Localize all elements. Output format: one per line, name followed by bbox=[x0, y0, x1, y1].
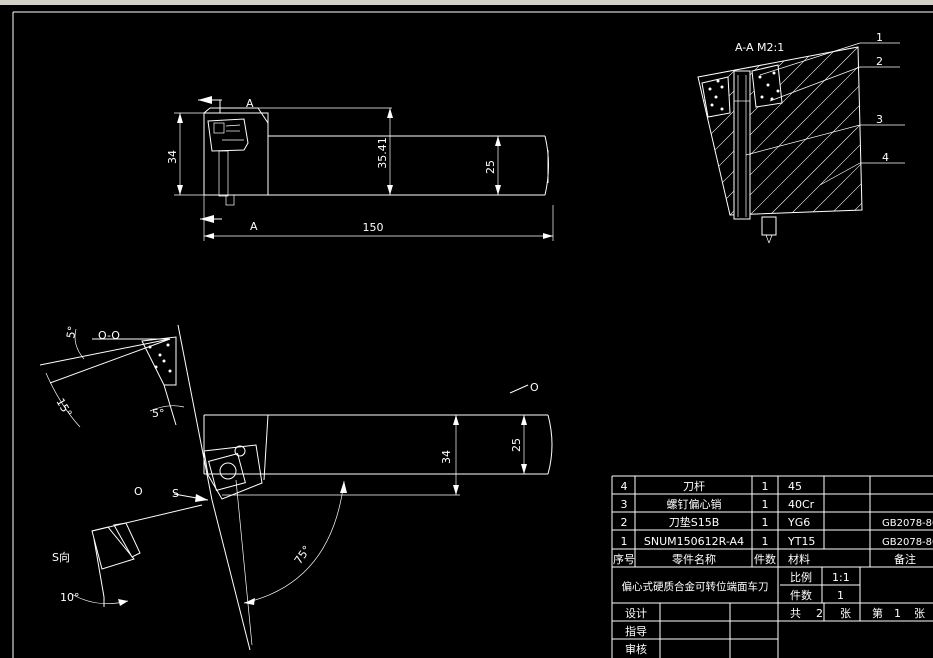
part-row-3-material: 40Cr bbox=[788, 498, 815, 511]
header-note: 备注 bbox=[894, 552, 916, 566]
front-dim-height-mid: 35.41 bbox=[376, 137, 389, 169]
sheet-value: 1 bbox=[894, 607, 901, 620]
section-title: A-A M2:1 bbox=[735, 41, 784, 54]
part-row-1-note: GB2078-80 bbox=[882, 537, 933, 548]
design-label: 设计 bbox=[625, 607, 647, 620]
total-prefix: 共 bbox=[790, 607, 801, 620]
section-view: A-A M2:1 bbox=[697, 31, 905, 244]
top-s-arrow-label: S bbox=[172, 487, 179, 500]
top-view: 5° O-O 15° 5° O 34 25 O S 75° bbox=[39, 324, 553, 651]
top-marker-o-left: O bbox=[134, 485, 143, 498]
top-angle-5-top: 5° bbox=[64, 325, 79, 340]
scale-label: 比例 bbox=[790, 570, 812, 584]
front-section-label-bottom: A bbox=[250, 220, 258, 233]
top-s-view-label: S向 bbox=[52, 550, 70, 564]
top-view-o-label: O-O bbox=[98, 329, 120, 342]
section-callout-3: 3 bbox=[876, 113, 883, 126]
part-row-2-qty: 1 bbox=[762, 516, 769, 529]
top-angle-5-mid: 5° bbox=[152, 407, 165, 420]
sheet-unit: 张 bbox=[840, 607, 851, 620]
review-label: 审核 bbox=[625, 642, 647, 656]
total-value: 2 bbox=[816, 607, 823, 620]
part-row-1-no: 1 bbox=[621, 535, 628, 548]
section-callout-1: 1 bbox=[876, 31, 883, 44]
count-value: 1 bbox=[837, 589, 844, 602]
part-row-3-name: 螺钉偏心销 bbox=[667, 497, 722, 511]
top-dim-height-mid: 34 bbox=[440, 450, 453, 464]
header-no: 序号 bbox=[613, 552, 635, 566]
part-row-2-note: GB2078-80 bbox=[882, 518, 933, 529]
part-row-4-no: 4 bbox=[621, 480, 628, 493]
part-row-2-name: 刀垫S15B bbox=[669, 515, 720, 529]
part-row-1-material: YT15 bbox=[787, 535, 815, 548]
header-qty: 件数 bbox=[754, 553, 776, 566]
front-section-label-top: A bbox=[246, 97, 254, 110]
top-marker-right: O bbox=[530, 381, 539, 394]
front-dim-height-right: 25 bbox=[484, 160, 497, 174]
top-dim-height-right: 25 bbox=[510, 438, 523, 452]
count-label: 件数 bbox=[790, 589, 812, 602]
header-material: 材料 bbox=[788, 552, 810, 566]
cad-drawing-canvas: A A 34 35.41 25 150 A-A M2:1 bbox=[12, 11, 933, 658]
part-row-1-qty: 1 bbox=[762, 535, 769, 548]
part-row-3-qty: 1 bbox=[762, 498, 769, 511]
sheet-unit2: 张 bbox=[914, 607, 925, 620]
top-angle-15: 15° bbox=[53, 396, 74, 419]
section-callout-2: 2 bbox=[876, 55, 883, 68]
front-dim-length: 150 bbox=[363, 221, 384, 234]
part-row-3-no: 3 bbox=[621, 498, 628, 511]
part-row-2-no: 2 bbox=[621, 516, 628, 529]
guide-label: 指导 bbox=[625, 624, 647, 638]
part-row-4-material: 45 bbox=[788, 480, 802, 493]
part-row-1-name: SNUM150612R-A4 bbox=[644, 535, 744, 548]
title-block: 4 刀杆 1 45 3 螺钉偏心销 1 40Cr 2 刀垫S15B 1 YG6 … bbox=[611, 475, 933, 658]
top-angle-10: 10° bbox=[60, 591, 80, 604]
scale-value: 1:1 bbox=[832, 571, 850, 584]
sheet-prefix: 第 bbox=[872, 606, 883, 620]
drawing-border bbox=[12, 11, 933, 658]
part-row-2-material: YG6 bbox=[787, 516, 810, 529]
part-row-4-name: 刀杆 bbox=[683, 479, 705, 493]
drawing-name: 偏心式硬质合金可转位端面车刀 bbox=[622, 580, 769, 593]
section-callout-4: 4 bbox=[882, 151, 889, 164]
top-angle-75: 75° bbox=[292, 543, 314, 566]
part-row-4-qty: 1 bbox=[762, 480, 769, 493]
window-top-strip bbox=[0, 0, 933, 5]
front-dim-height-left: 34 bbox=[166, 150, 179, 164]
header-name: 零件名称 bbox=[672, 552, 716, 566]
front-view: A A 34 35.41 25 150 bbox=[166, 96, 554, 241]
